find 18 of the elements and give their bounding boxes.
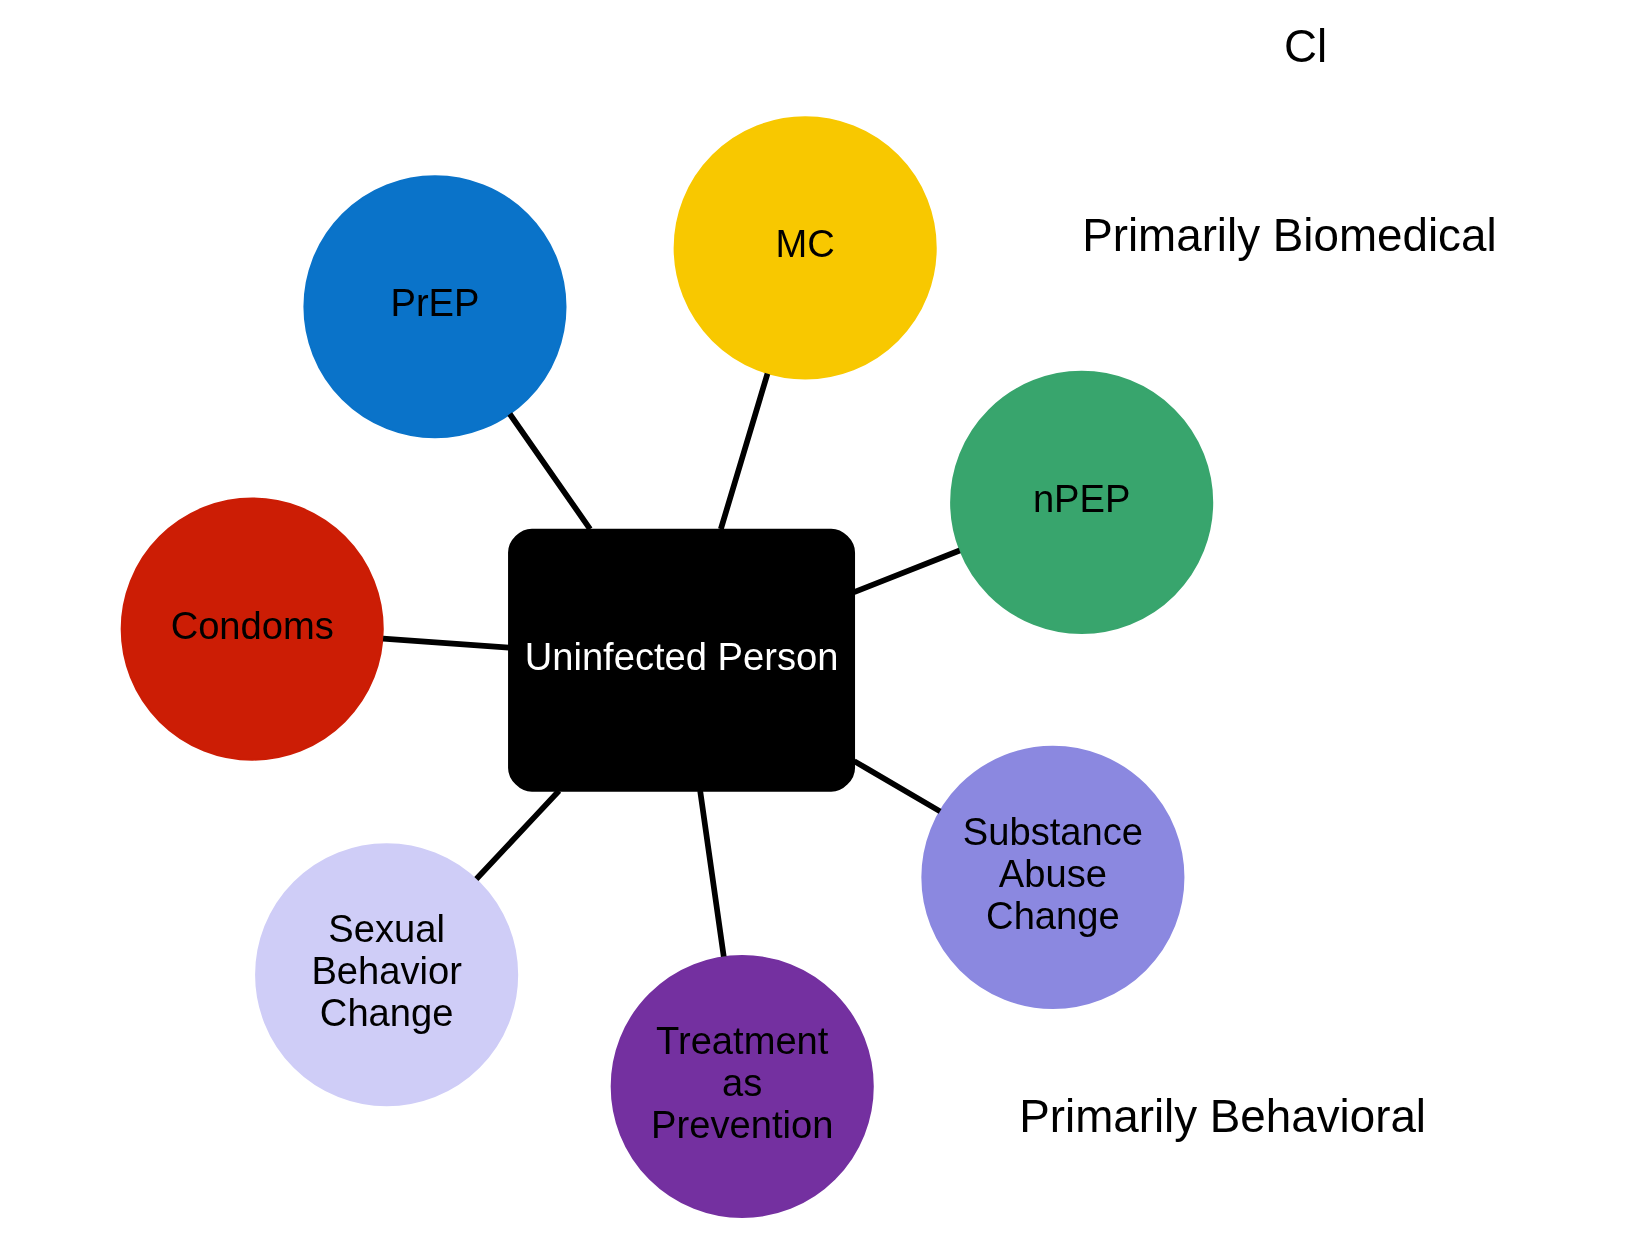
connector <box>852 547 961 595</box>
node-circle: Sexual Behavior Change <box>254 843 518 1107</box>
connector <box>696 790 727 958</box>
connector <box>852 758 942 814</box>
connector <box>473 788 561 881</box>
label: Primarily Behavioral <box>1018 1090 1426 1142</box>
node-box: Uninfected Person <box>507 528 855 792</box>
label: Cl <box>1283 21 1327 73</box>
node-circle: PrEP <box>302 175 566 439</box>
label: Primarily Biomedical <box>1081 209 1497 261</box>
node-circle: MC <box>673 116 937 380</box>
node-circle: nPEP <box>949 370 1213 634</box>
node-circle: Condoms <box>120 497 384 761</box>
connector <box>506 412 592 531</box>
node-circle: Substance Abuse Change <box>920 745 1184 1009</box>
connector <box>382 635 509 651</box>
connector <box>717 372 770 530</box>
node-circle: Treatment as Prevention <box>610 954 874 1218</box>
